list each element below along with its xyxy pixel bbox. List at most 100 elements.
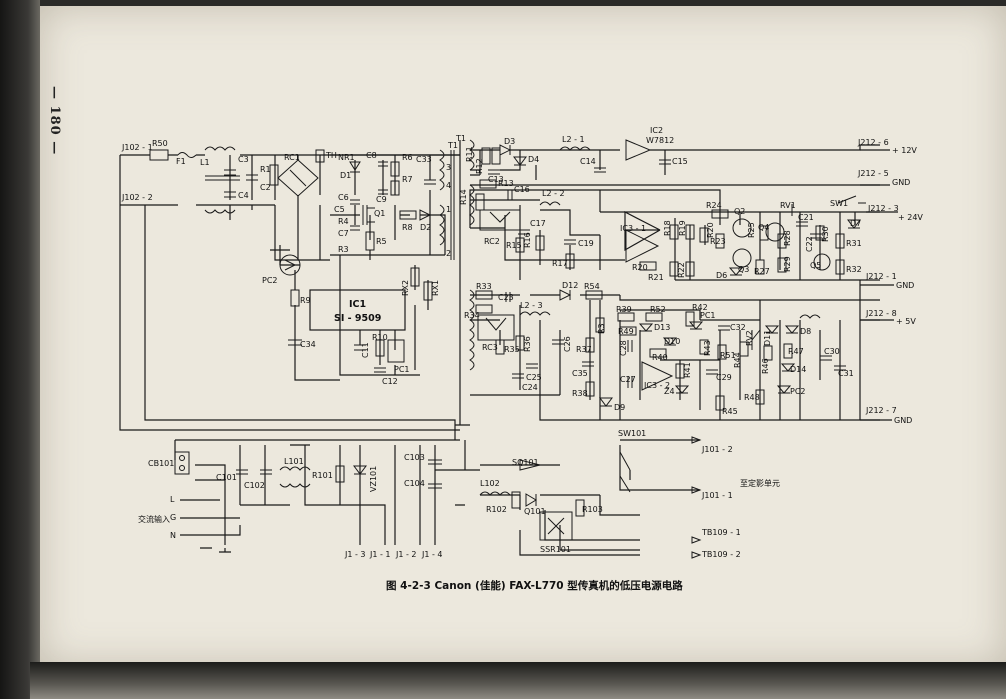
terminal-24v: + 24V [898,213,923,222]
capacitor-c23 [505,292,511,302]
diode-d6 [728,267,744,276]
resistor-r52 [645,312,663,322]
label-d6: D6 [716,271,727,280]
resistor-r49 [619,326,637,336]
varistor-vz101 [353,465,367,475]
capacitor-c19 [564,239,576,245]
terminal-j212-8: J212 - 8 [865,309,897,318]
capacitors-c103-c104 [428,459,442,489]
capacitor-c21 [796,221,808,227]
zener-z4 [674,385,690,394]
capacitor-c34 [288,339,302,346]
primary-wiring [119,140,470,440]
resistor-r42 [685,311,695,327]
inductor-l102 [479,491,511,496]
label-c13: C13 [488,175,504,184]
label-r28: R28 [783,230,792,246]
label-rc3: RC3 [482,343,498,352]
resistor-r32 [835,259,845,275]
label-r34: R34 [464,311,480,320]
label-r50: R50 [152,139,168,148]
label-pc1: PC1 [394,365,410,374]
label-d8: D8 [800,327,811,336]
resistor-r33 [475,290,493,300]
label-r49: R49 [618,327,634,336]
diode-d7 [847,219,861,229]
label-c22: C22 [805,236,814,252]
resistor-r15 [515,237,525,253]
label-r13: R13 [498,179,514,188]
label-r36: R36 [523,336,532,352]
resistor-r6 [390,161,400,177]
terminal-j101-1: J101 - 1 [701,491,733,500]
label-z4: Z4 [664,387,675,396]
resistor-r36 [515,335,525,351]
transistor-q101 [525,493,537,507]
label-l1: L1 [200,158,210,167]
label-sw1: SW1 [830,199,848,208]
label-ic2: IC2 [650,126,663,135]
label-sw101: SW101 [618,429,646,438]
label-l2-1: L2 - 1 [562,135,585,144]
label-th: TH [325,151,337,160]
transformer-t1-5v-winding [469,289,475,371]
resistor-r20 [699,227,709,243]
label-vz101: VZ101 [369,466,378,492]
terminal-tb109-1: TB109 - 1 [701,528,741,537]
resistor-r18 [669,224,679,240]
label-r6: R6 [402,153,413,162]
diode-d8 [784,325,800,334]
label-pin-3: 3 [446,163,451,172]
label-c34: C34 [300,340,316,349]
secondary-wiring-5v [470,280,880,421]
capacitors-c8-c9 [378,161,388,195]
label-r17: R17 [552,259,568,268]
label-r7: R7 [402,175,413,184]
resistor-r7 [390,180,400,196]
resistor-r38 [585,381,595,397]
mosfet-q1 [362,205,375,225]
label-c5: C5 [334,205,345,214]
resistor-r20b [639,261,657,271]
capacitor-c24 [512,373,524,379]
resistor-r31 [835,233,845,249]
label-r20: R20 [706,222,715,238]
resistor-r51 [717,344,727,360]
label-c6: C6 [338,193,349,202]
label-d13: D13 [654,323,670,332]
resistor-r16 [535,235,545,251]
label-rc1: RC1 [284,153,300,162]
resistor-r25 [759,225,769,241]
label-rx1: RX1 [431,280,440,296]
optocoupler-pc2 [279,254,301,276]
label-r103: R103 [582,505,603,514]
label-c7: C7 [338,229,349,238]
label-d11: D11 [763,330,772,346]
label-q101: Q101 [524,507,546,516]
capacitors-c5-c6-c7 [350,199,360,231]
label-d7: D7 [850,219,861,228]
diode-d14 [780,363,796,372]
terminal-j101-2: J101 - 2 [701,445,733,454]
label-r24: R24 [706,201,722,210]
resistor-r23 [715,233,725,249]
resistor-r3-5v [595,317,605,333]
label-c17: C17 [530,219,546,228]
label-r45: R45 [722,407,738,416]
label-r54: R54 [584,282,600,291]
label-c23: C23 [498,293,514,302]
label-c101: C101 [216,473,237,482]
capacitor-c17 [518,229,530,235]
terminal-j1-3: J1 - 3 [344,550,366,559]
label-r31: R31 [846,239,862,248]
label-f1: F1 [176,157,186,166]
fuse-f1 [177,152,197,158]
label-c104: C104 [404,479,425,488]
label-rc2: RC2 [484,237,500,246]
label-c4: C4 [238,191,249,200]
rectifier-rc2 [479,209,521,231]
terminal-j212-5: J212 - 5 [857,169,889,178]
terminal-j212-3: J212 - 3 [867,204,899,213]
label-si9509: SI - 9509 [334,313,381,324]
